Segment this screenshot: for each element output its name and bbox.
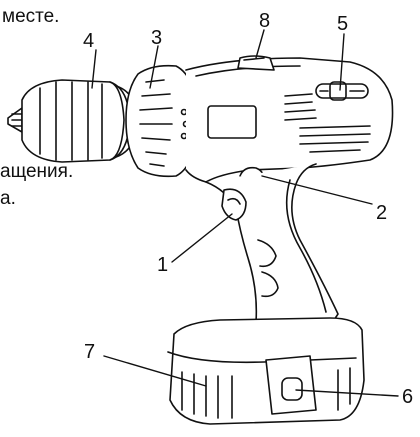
callout-4: 4 (83, 30, 94, 52)
callout-5: 5 (337, 13, 348, 35)
battery-pack (167, 317, 365, 425)
callout-6: 6 (402, 386, 413, 408)
drill-bit-tip (7, 107, 23, 133)
callout-2: 2 (376, 202, 387, 224)
belt-clip-slot (315, 81, 369, 101)
keyless-chuck (21, 79, 139, 163)
callout-3: 3 (151, 27, 162, 49)
callout-labels: 4 3 8 5 2 1 7 6 (83, 10, 413, 408)
motor-housing (185, 57, 394, 183)
callout-7: 7 (84, 341, 95, 363)
callout-8: 8 (259, 10, 270, 32)
text-fragment-top: месте. (2, 6, 60, 27)
callout-1: 1 (157, 254, 168, 276)
trigger (221, 188, 247, 221)
text-fragment-low: а. (0, 188, 16, 209)
text-fragment-mid: ащения. (0, 161, 74, 182)
leader-lines (91, 29, 399, 397)
